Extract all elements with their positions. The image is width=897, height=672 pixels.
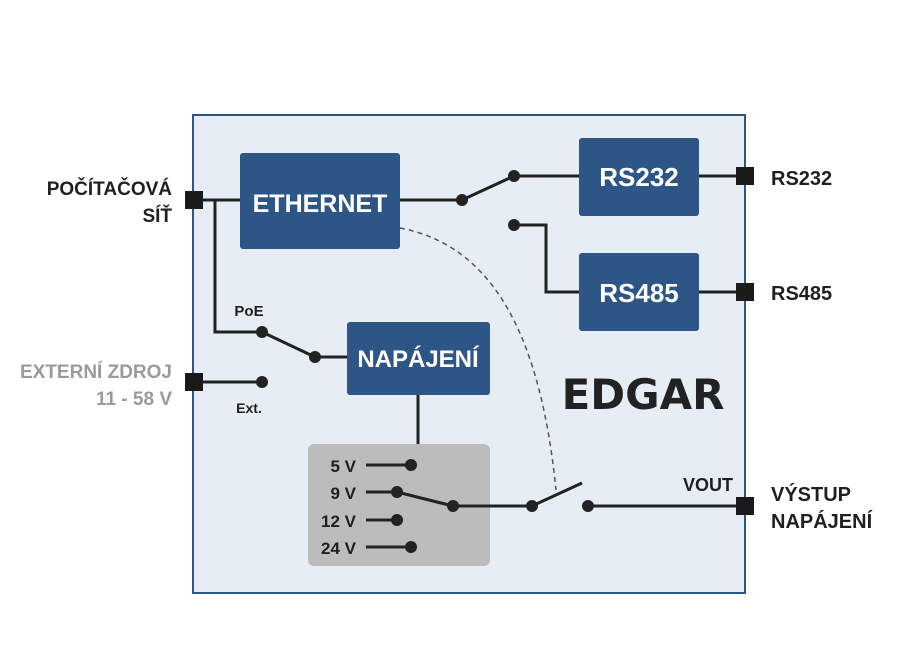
ethernet-block-label: ETHERNET — [253, 190, 388, 218]
port-terminals — [185, 167, 754, 515]
poe-label: PoE — [234, 303, 263, 320]
external-source-label-line2: 11 - 58 V — [96, 389, 172, 410]
rs485-block: RS485 — [579, 253, 699, 331]
voltage-label-12v: 12 V — [321, 512, 357, 531]
contact-dot — [526, 500, 538, 512]
voltage-label-5v: 5 V — [330, 457, 356, 476]
voltage-label-9v: 9 V — [330, 484, 356, 503]
terminal-output — [736, 497, 754, 515]
contact-dot — [256, 376, 268, 388]
network-port-label-line2: SÍŤ — [142, 205, 172, 227]
contact-dot — [391, 514, 403, 526]
rs232-block-label: RS232 — [599, 162, 679, 192]
vout-label: VOUT — [683, 475, 733, 495]
contact-dot — [405, 541, 417, 553]
switch-contacts — [256, 170, 594, 553]
ext-label: Ext. — [236, 400, 262, 416]
wire-switch-rs485 — [514, 223, 580, 294]
ethernet-block: ETHERNET — [240, 153, 400, 249]
terminal-network — [185, 191, 203, 209]
network-port-label-line1: POČÍTAČOVÁ — [47, 178, 173, 200]
rs232-port-label: RS232 — [771, 168, 832, 190]
wiring — [194, 174, 745, 549]
contact-dot — [582, 500, 594, 512]
rs232-block: RS232 — [579, 138, 699, 216]
contact-dot — [447, 500, 459, 512]
contact-dot — [456, 194, 468, 206]
contact-dot — [508, 170, 520, 182]
contact-dot — [508, 219, 520, 231]
wire-network-poe — [213, 200, 262, 334]
voltage-selector-lever — [396, 490, 454, 508]
output-port-label-line2: NAPÁJENÍ — [771, 510, 873, 533]
output-port-label-line1: VÝSTUP — [771, 482, 851, 506]
contact-dot — [391, 486, 403, 498]
rs485-block-label: RS485 — [599, 278, 679, 308]
power-source-switch-lever — [261, 330, 316, 359]
terminal-rs232 — [736, 167, 754, 185]
voltage-selector-panel — [308, 444, 490, 566]
serial-switch-lever — [461, 174, 515, 202]
power-block: NAPÁJENÍ — [347, 322, 490, 395]
contact-dot — [256, 326, 268, 338]
output-switch-lever — [531, 481, 583, 508]
device-name: EDGAR — [562, 370, 725, 419]
terminal-rs485 — [736, 283, 754, 301]
terminal-external — [185, 373, 203, 391]
external-source-label-line1: EXTERNÍ ZDROJ — [20, 361, 172, 383]
contact-dot — [405, 459, 417, 471]
voltage-label-24v: 24 V — [321, 539, 357, 558]
contact-dot — [309, 351, 321, 363]
power-block-label: NAPÁJENÍ — [357, 345, 480, 373]
control-link-dashed — [399, 227, 557, 491]
rs485-port-label: RS485 — [771, 283, 832, 305]
